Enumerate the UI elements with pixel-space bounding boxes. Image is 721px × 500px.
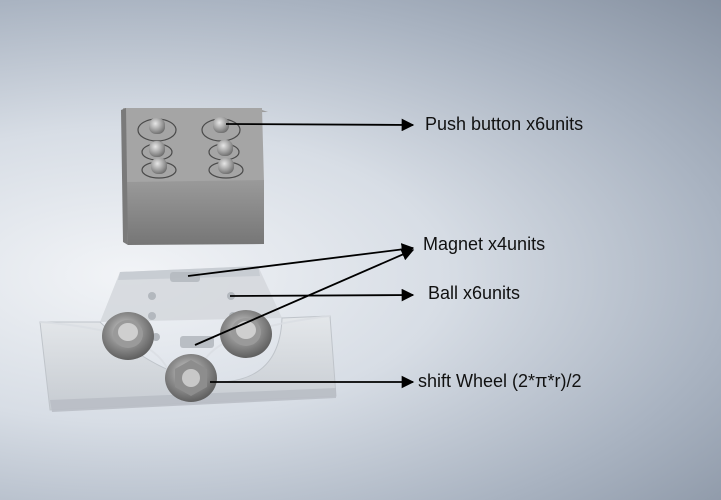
label-push-button: Push button x6units xyxy=(425,114,584,134)
push-button-caps xyxy=(149,117,234,174)
base-top-plate xyxy=(100,266,282,322)
label-magnet: Magnet x4units xyxy=(423,234,546,254)
push-button-block xyxy=(121,108,268,245)
shift-wheel xyxy=(165,354,217,402)
magnet-slots xyxy=(170,272,214,348)
arrow-magnet-top xyxy=(187,243,415,277)
side-wheel-left xyxy=(102,312,154,360)
label-shift-wheel: shift Wheel (2*π*r)/2 xyxy=(418,371,582,391)
block-left-face xyxy=(121,108,128,245)
arrow-push-button xyxy=(225,118,415,132)
arrow-magnet-bottom xyxy=(194,248,415,346)
side-wheel-right xyxy=(220,310,272,358)
block-front-face xyxy=(126,180,264,245)
label-ball: Ball x6units xyxy=(428,283,521,303)
leader-arrows xyxy=(187,118,415,389)
arrow-ball xyxy=(229,288,415,302)
base-housing xyxy=(39,266,337,412)
